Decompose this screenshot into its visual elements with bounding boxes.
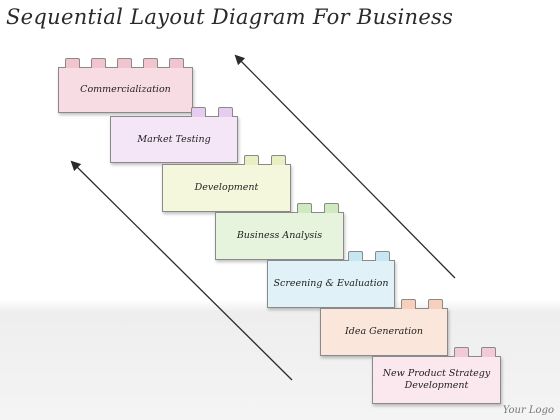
block-stud [401,299,416,309]
page-title: Sequential Layout Diagram For Business [6,5,454,29]
step-block: Development [162,155,291,212]
block-stud [454,347,469,357]
step-label: Commercialization [80,84,171,96]
block-stud [191,107,206,117]
step-label: New Product Strategy Development [382,368,491,391]
step-label: Market Testing [137,133,211,145]
lower-arrow [70,160,293,381]
block-stud [117,58,132,68]
step-block: Business Analysis [215,203,344,260]
block-stud [218,107,233,117]
logo-text: Your Logo [502,405,554,416]
step-block: Screening & Evaluation [267,251,395,308]
step-label: Idea Generation [345,326,423,338]
block-stud [169,58,184,68]
step-block: Commercialization [58,58,193,113]
step-block: New Product Strategy Development [372,347,501,404]
step-label: Business Analysis [236,230,323,242]
block-stud [428,299,443,309]
block-stud [143,58,158,68]
block-stud [375,251,390,261]
block-stud [324,203,339,213]
block-stud [65,58,80,68]
block-stud [481,347,496,357]
step-block: Idea Generation [320,299,448,356]
block-stud [91,58,106,68]
block-stud [297,203,312,213]
step-label: Screening & Evaluation [273,278,389,290]
upper-arrow [234,54,456,279]
block-stud [244,155,259,165]
block-stud [348,251,363,261]
block-stud [271,155,286,165]
step-block: Market Testing [110,107,238,163]
step-label: Development [194,182,259,194]
